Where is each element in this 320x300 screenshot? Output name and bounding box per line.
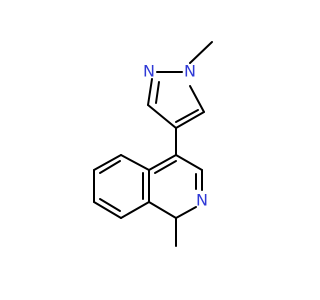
pyrazole-c3-n2-double-bond [155, 81, 160, 104]
isoquinoline-nitrogen-label: N [196, 191, 208, 210]
pyrazole-methylated-nitrogen-label: N [184, 62, 196, 81]
pyrazole-n-methyl-bond [189, 41, 213, 64]
isoquinoline-n-c1-bond [175, 206, 197, 219]
pyrazole-nitrogen-label: N [143, 62, 155, 81]
pyrazole-c3-n2-bond [147, 78, 153, 106]
benzene-c7-c8-double-bond [99, 198, 121, 212]
isoquinoline-c4a-c4-double-bond [154, 160, 177, 174]
molecular-structure-diagram: N N N [93, 41, 213, 247]
pyrazole-n1-c5-bond [189, 85, 205, 113]
isoquinoline-c1-c8a-bond [148, 201, 177, 219]
benzene-c5-c6-double-bond [99, 160, 121, 174]
benzene-c8-c8a-bond [120, 201, 150, 219]
pyrazole-c4-c3-bond [147, 104, 177, 129]
pyrazole-c5-c4-bond [175, 111, 205, 129]
benzene-c5-c6-bond [93, 154, 122, 171]
benzene-c4a-c5-bond [120, 154, 150, 171]
benzene-c7-c8-bond [93, 201, 122, 219]
isoquinoline-c4a-c4-bond [148, 154, 177, 171]
pyrazole-c5-c4-double-bond [175, 109, 199, 123]
isoquinoline-c4-c3-bond [175, 154, 203, 171]
molecule-canvas: N N N [93, 41, 213, 247]
